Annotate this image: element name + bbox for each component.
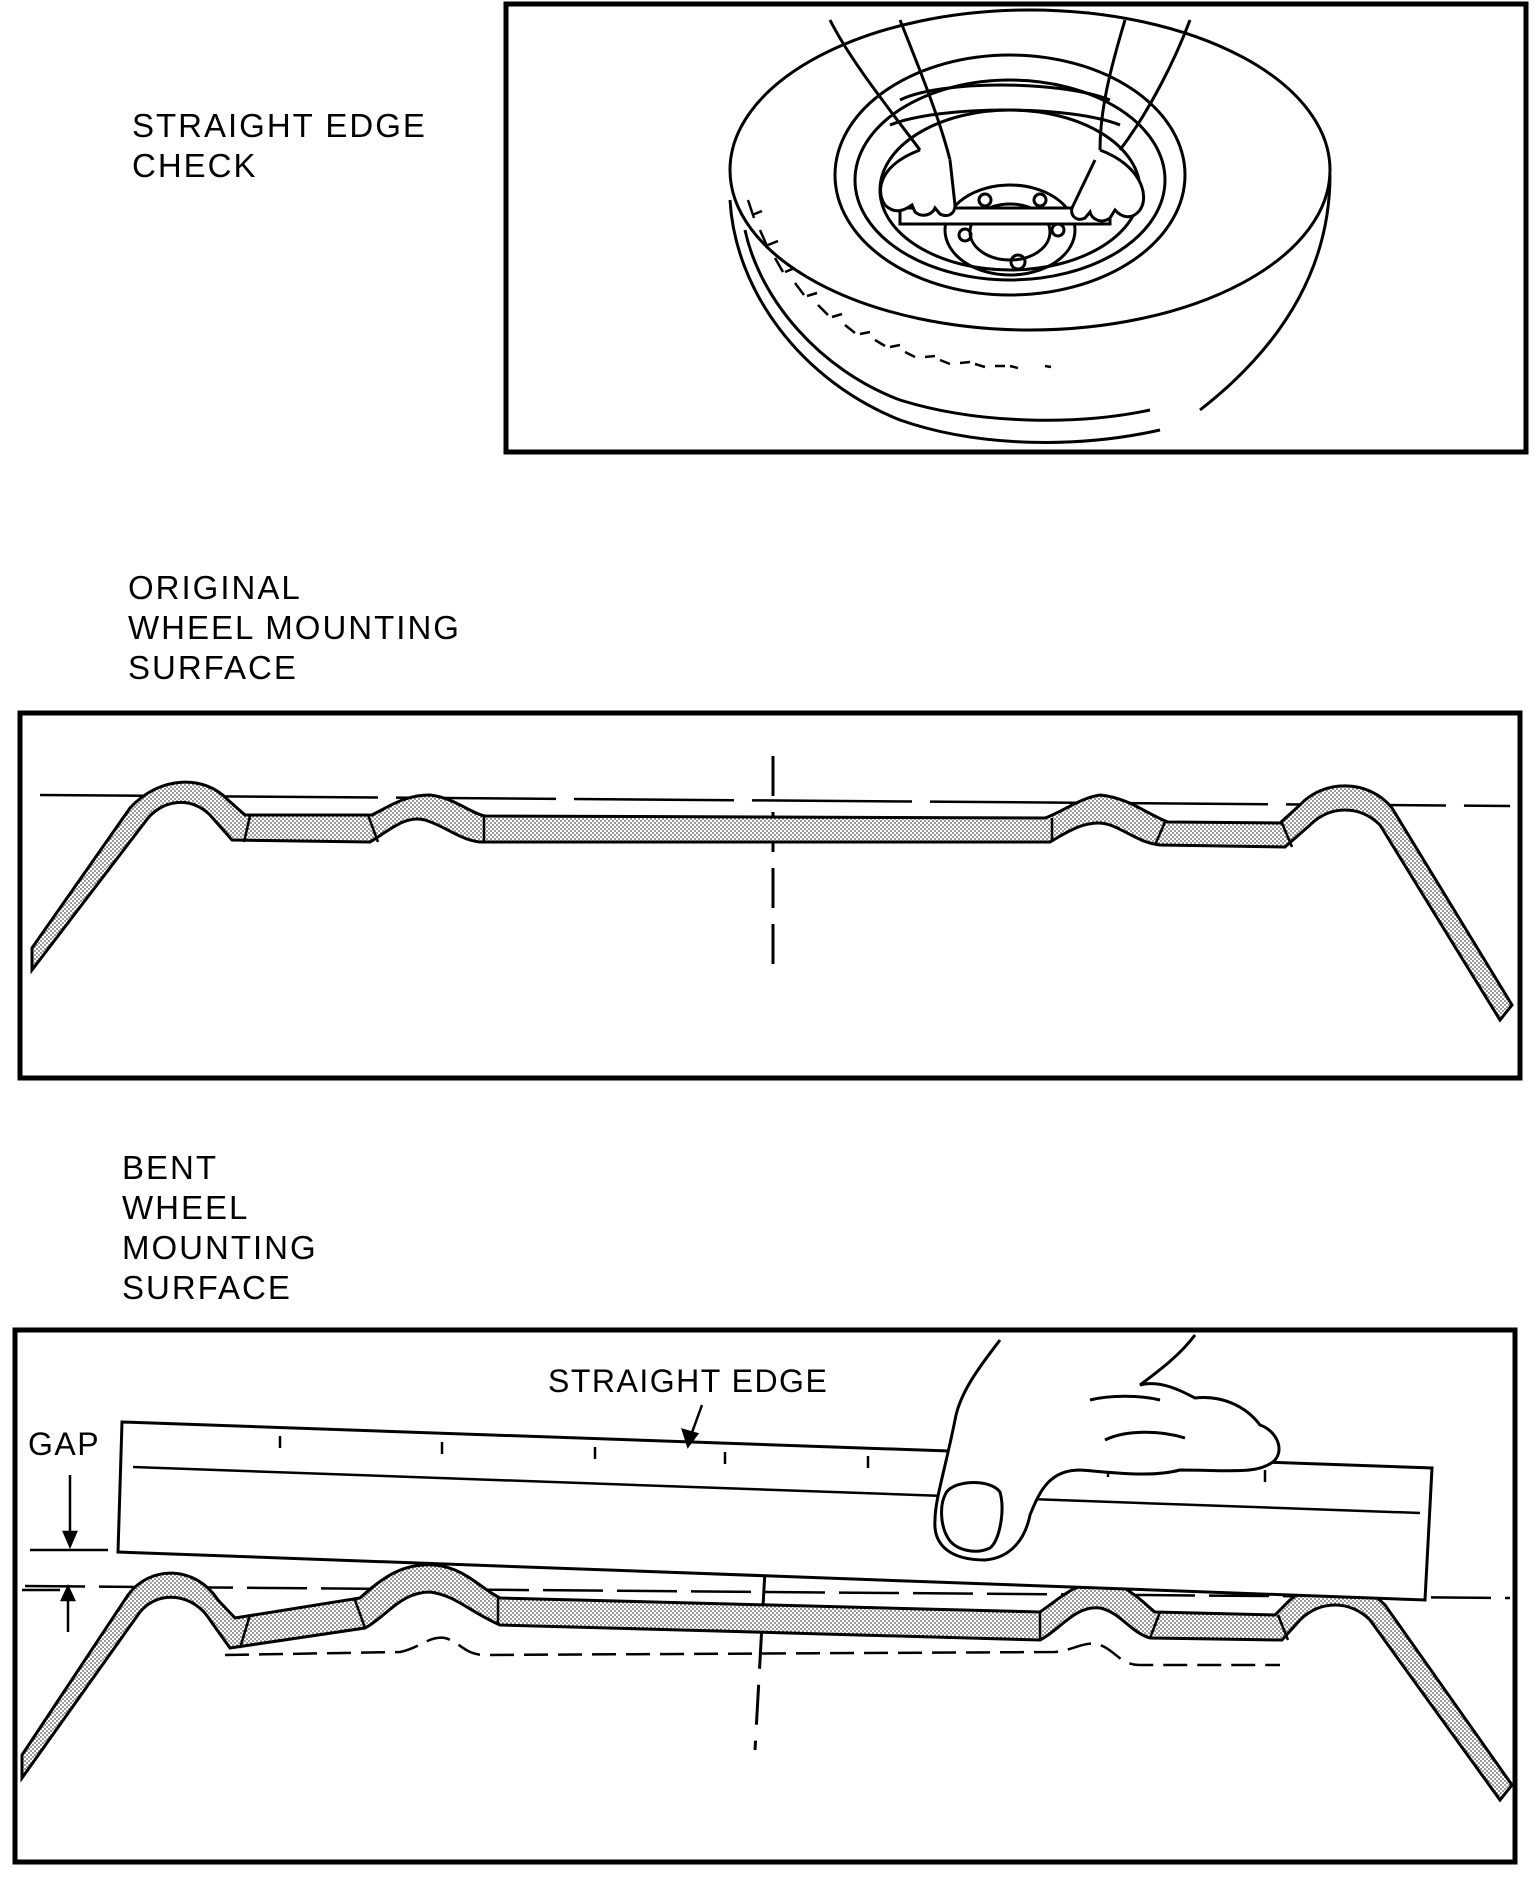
straight-edge-check-caption: STRAIGHT EDGE CHECK: [132, 106, 427, 186]
bent-surface-caption: BENT WHEEL MOUNTING SURFACE: [122, 1148, 318, 1308]
original-profile-dashed: [224, 1636, 1280, 1667]
original-surface-panel: [17, 710, 1523, 1081]
caption-line: MOUNTING: [122, 1229, 318, 1266]
bent-wheel-profile: [20, 1563, 1514, 1803]
caption-line: WHEEL: [122, 1189, 250, 1226]
caption-line: WHEEL MOUNTING: [128, 609, 461, 646]
straight-edge-arrow: [681, 1404, 704, 1449]
wheel-profile: [30, 780, 1514, 1023]
finger-illustration: [933, 1334, 1281, 1562]
tire-illustration: [728, 8, 1332, 444]
straight-edge-label: STRAIGHT EDGE: [548, 1363, 828, 1399]
gap-label: GAP: [28, 1426, 100, 1462]
straight-edge-inner-line: [132, 1465, 1421, 1515]
original-surface-caption: ORIGINAL WHEEL MOUNTING SURFACE: [128, 568, 461, 688]
caption-line: ORIGINAL: [128, 569, 302, 606]
profile-ticks: [238, 1598, 1290, 1649]
reference-line: [39, 793, 1511, 808]
panel-frame: [503, 1, 1529, 455]
caption-line: SURFACE: [122, 1269, 292, 1306]
bent-surface-panel: STRAIGHT EDGE GAP: [12, 1327, 1518, 1865]
tire-check-panel: [503, 1, 1529, 455]
caption-line: BENT: [122, 1149, 219, 1186]
caption-line: CHECK: [132, 147, 258, 184]
panel-frame: [12, 1327, 1518, 1865]
panel-frame: [17, 710, 1523, 1081]
caption-line: STRAIGHT EDGE: [132, 107, 427, 144]
caption-line: SURFACE: [128, 649, 298, 686]
gap-indicator: [22, 1475, 108, 1632]
profile-ticks: [242, 814, 1294, 848]
reference-line: [24, 1584, 1511, 1600]
